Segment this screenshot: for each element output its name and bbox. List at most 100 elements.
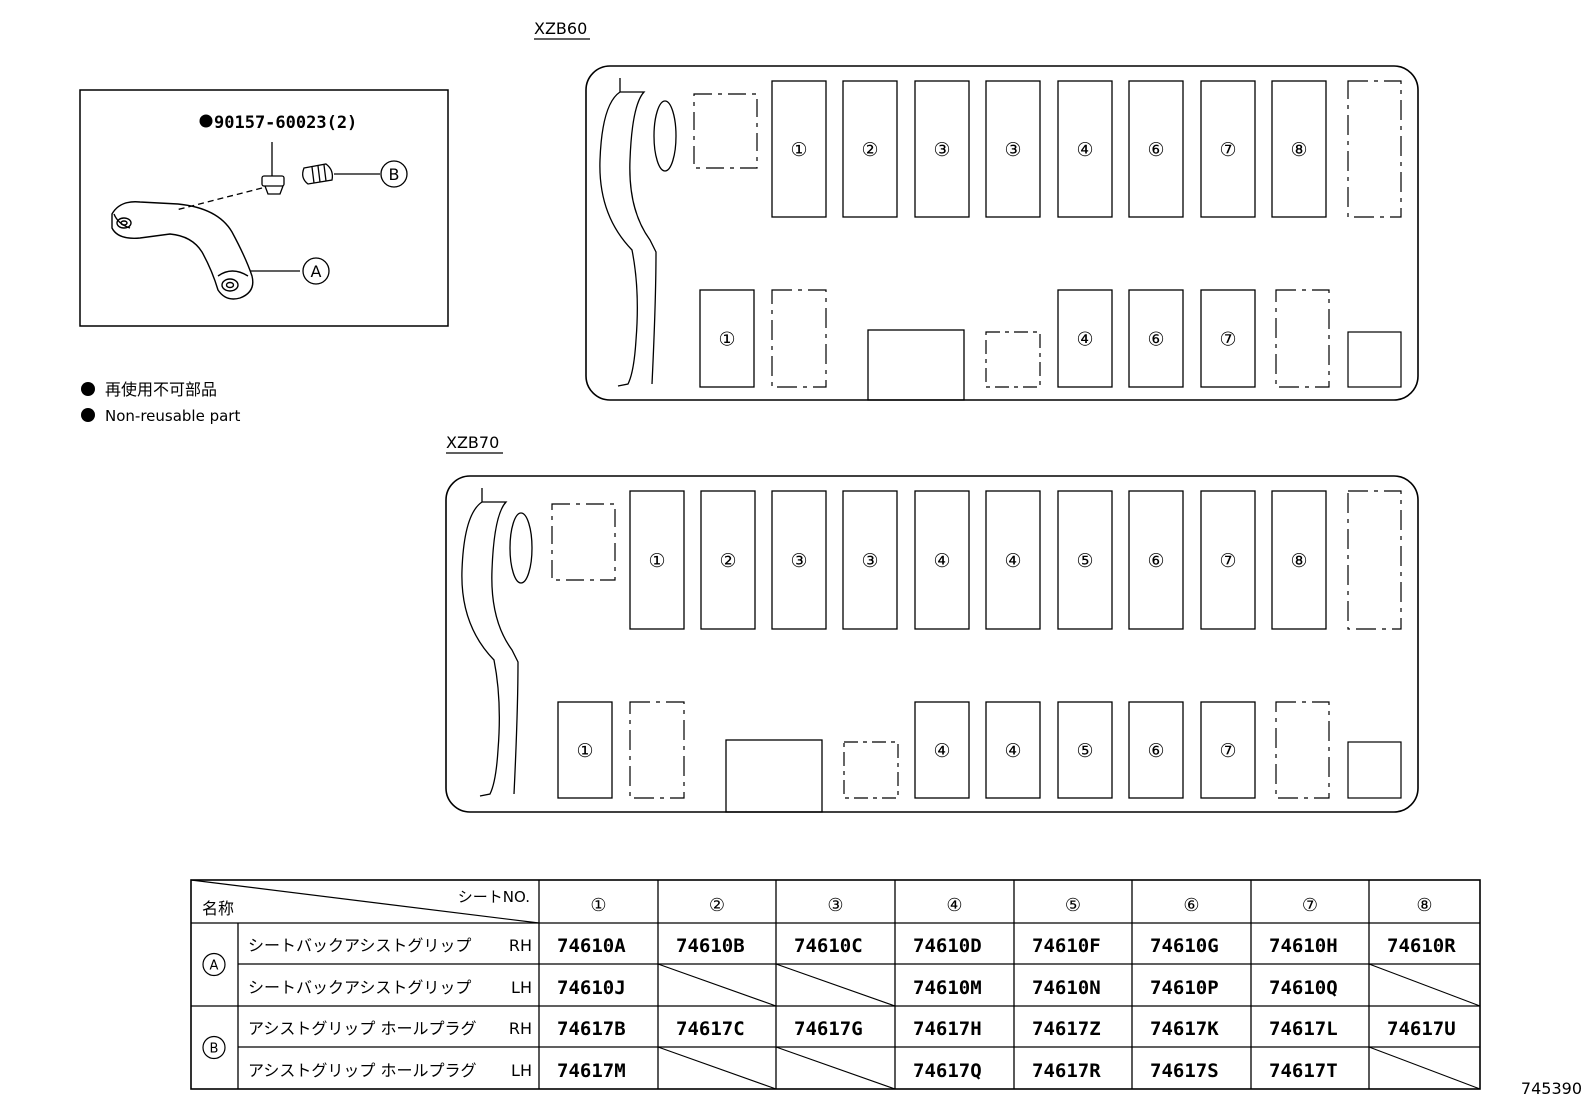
not-applicable-slash [775,963,896,1007]
legend-dot-icon [81,408,95,422]
part-number-cell: 74610P [1150,977,1219,999]
seat: ③ [842,490,898,630]
not-applicable-slash [1368,1046,1481,1090]
part-number-cell: 74617H [913,1018,982,1040]
part-number-cell: 74617Z [1032,1018,1101,1040]
seat-number: ④ [1004,740,1021,762]
seat: ① [699,289,755,388]
part-number-cell: 74617U [1387,1018,1456,1040]
seat-number: ⑥ [1147,139,1164,161]
seat-column-header: ⑦ [1302,895,1318,916]
callout-b-label: B [389,165,400,184]
part-name: アシストグリップ ホールプラグ [248,1019,476,1038]
seat: ④ [985,490,1041,630]
seat: ④ [914,701,970,799]
part-side: RH [509,936,532,955]
part-number-cell: 74610R [1387,935,1456,957]
part-name: シートバックアシストグリップ [248,978,471,997]
part-name: シートバックアシストグリップ [248,936,471,955]
seat: ⑤ [1057,490,1113,630]
part-side: LH [511,978,532,997]
seat-number: ⑦ [1219,329,1236,351]
seat-number: ④ [933,740,950,762]
seat-number: ① [648,550,665,572]
part-number-cell: 74617L [1269,1018,1338,1040]
seat-number: ③ [1004,139,1021,161]
seat: ④ [1057,80,1113,218]
part-number-cell: 74610C [794,935,863,957]
group-callout-label: A [210,959,219,974]
hole-plug-icon [302,163,334,185]
seat-column-header: ② [709,895,725,916]
seat-number: ⑧ [1290,550,1307,572]
seat-number: ④ [1076,329,1093,351]
seat-number: ⑤ [1076,550,1093,572]
part-number-cell: 74617B [557,1018,626,1040]
seat: ⑦ [1200,490,1256,630]
seat: ④ [914,490,970,630]
seat-number: ③ [790,550,807,572]
seat: ① [771,80,827,218]
seat-number: ④ [933,550,950,572]
seat-number: ② [861,139,878,161]
part-name: アシストグリップ ホールプラグ [248,1061,476,1080]
seat-column-header: ④ [946,895,962,916]
bolt-part-number: 90157-60023(2) [214,113,357,133]
part-number-cell: 74610A [557,935,626,957]
seat: ② [842,80,898,218]
seat-number: ④ [1076,139,1093,161]
seat-number: ④ [1004,550,1021,572]
seat-number: ⑦ [1219,550,1236,572]
seat-number: ① [790,139,807,161]
legend: 再使用不可部品 Non-reusable part [81,380,240,425]
seat-number: ⑥ [1147,550,1164,572]
assist-grip-icon [111,201,254,300]
part-number-cell: 74610H [1269,935,1338,957]
seat-number: ③ [861,550,878,572]
part-number-cell: 74610G [1150,935,1219,957]
part-number-cell: 74610Q [1269,977,1338,999]
not-applicable-slash [1368,963,1481,1007]
seat: ③ [985,80,1041,218]
part-side: LH [511,1061,532,1080]
group-callout: A [202,952,226,977]
not-applicable-slash [657,1046,777,1090]
figure-number: 745390 [1521,1079,1582,1098]
xzb70-label: XZB70 [446,433,499,452]
seat-number: ⑧ [1290,139,1307,161]
seat: ⑥ [1128,289,1184,388]
not-applicable-slash [657,963,777,1007]
xzb60-floor-plan: XZB60 ① ② ③ ③ ④ ⑥ ⑦ ⑧ ① ④ ⑥ ⑦ [534,19,1419,401]
screw-icon [261,142,285,195]
part-number-cell: 74610J [557,977,626,999]
seat: ⑦ [1200,289,1256,388]
part-number-cell: 74617M [557,1060,626,1082]
seat: ③ [914,80,970,218]
part-number-cell: 74610N [1032,977,1101,999]
part-detail-box: 90157-60023(2) B [79,89,449,327]
group-callout: B [202,1035,226,1060]
seat-number: ⑥ [1147,740,1164,762]
part-number-cell: 74610D [913,935,982,957]
seat: ③ [771,490,827,630]
seat-number: ③ [933,139,950,161]
legend-dot-icon [81,382,95,396]
seat: ② [700,490,756,630]
part-number-cell: 74610M [913,977,982,999]
part-number-cell: 74610F [1032,935,1101,957]
seat: ④ [1057,289,1113,388]
part-number-cell: 74617C [676,1018,745,1040]
xzb60-label: XZB60 [534,19,587,38]
seat-number: ⑥ [1147,329,1164,351]
callout-a-label: A [311,262,322,281]
seat: ⑥ [1128,490,1184,630]
seat-number: ② [719,550,736,572]
seat: ① [629,490,685,630]
seat-number: ① [576,740,593,762]
seat: ⑦ [1200,80,1256,218]
